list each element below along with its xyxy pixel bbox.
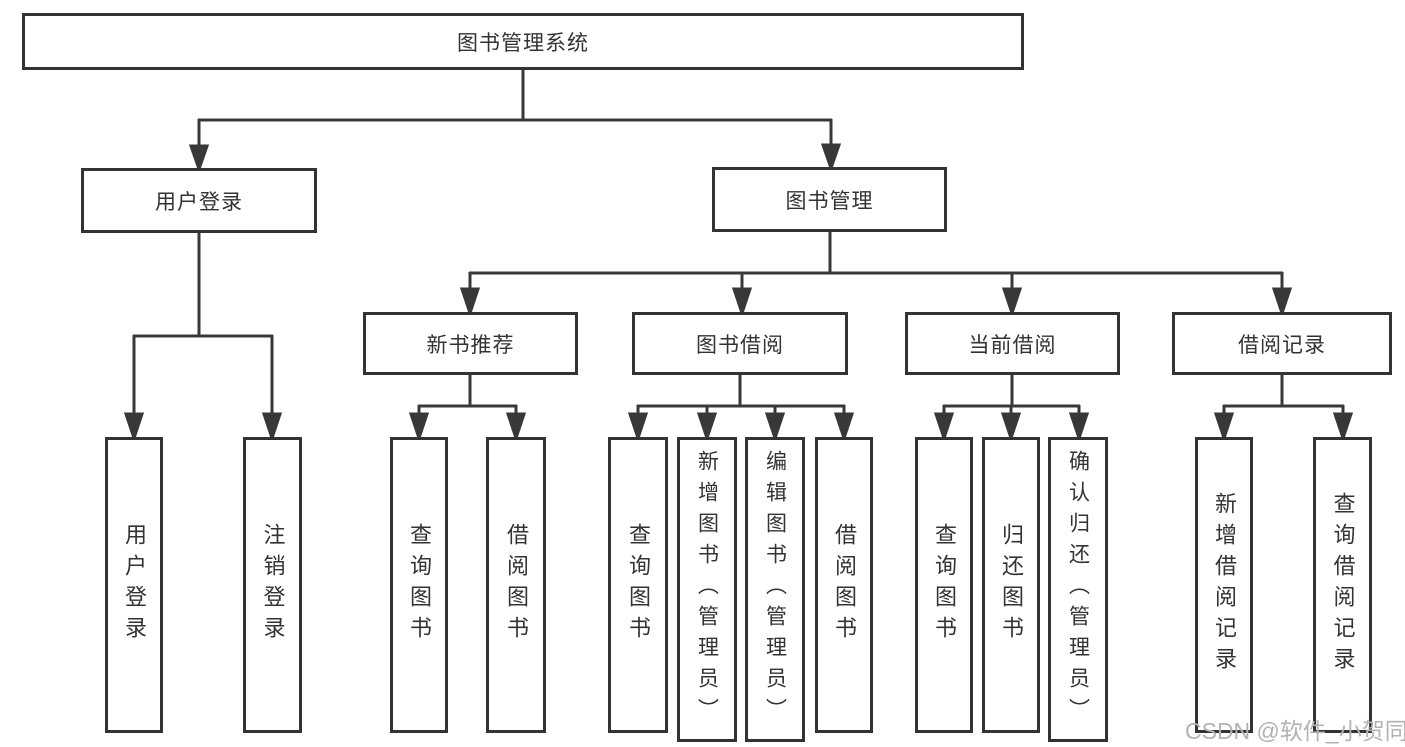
leaf-bb-edit-books-admin: 编辑图书（管理员） (745, 437, 805, 742)
node-new-book-recommend-label: 新书推荐 (426, 333, 515, 357)
leaf-nb-query-books: 查询图书 (390, 437, 448, 733)
node-user-login: 用户登录 (81, 168, 317, 233)
leaf-cb-query-books-label: 查询图书 (932, 523, 957, 647)
leaf-cb-confirm-return-admin: 确认归还（管理员） (1048, 437, 1108, 742)
leaf-cb-confirm-return-admin-label: 确认归还（管理员） (1066, 450, 1090, 729)
connector-user-login-split (123, 233, 283, 443)
leaf-bb-add-books-admin-label: 新增图书（管理员） (695, 450, 719, 729)
node-borrowing-records: 借阅记录 (1172, 312, 1392, 375)
node-current-borrowing-label: 当前借阅 (968, 333, 1057, 357)
leaf-nb-borrow-books-label: 借阅图书 (504, 523, 529, 647)
leaf-bb-borrow-books: 借阅图书 (815, 437, 873, 733)
leaf-bb-edit-books-admin-label: 编辑图书（管理员） (763, 450, 787, 729)
leaf-logout-label: 注销登录 (260, 523, 286, 647)
node-book-management: 图书管理 (712, 167, 947, 232)
node-root-label: 图书管理系统 (457, 31, 589, 55)
node-current-borrowing: 当前借阅 (905, 312, 1120, 375)
leaf-logout: 注销登录 (243, 437, 302, 733)
leaf-cb-return-books: 归还图书 (982, 437, 1040, 733)
leaf-user-login-label: 用户登录 (122, 523, 147, 647)
connector-book-borrowing-split (627, 375, 855, 443)
leaf-bb-query-books: 查询图书 (608, 437, 668, 733)
node-book-management-label: 图书管理 (785, 189, 874, 213)
leaf-nb-query-books-label: 查询图书 (407, 523, 432, 647)
node-user-login-label: 用户登录 (155, 190, 243, 214)
leaf-bb-add-books-admin: 新增图书（管理员） (677, 437, 737, 742)
leaf-br-add-record-label: 新增借阅记录 (1212, 492, 1237, 678)
node-root-library-system: 图书管理系统 (22, 13, 1024, 70)
leaf-br-add-record: 新增借阅记录 (1195, 437, 1253, 733)
leaf-br-query-record: 查询借阅记录 (1313, 437, 1372, 733)
leaf-br-query-record-label: 查询借阅记录 (1330, 492, 1356, 678)
connector-book-management-split (459, 232, 1293, 318)
leaf-user-login: 用户登录 (105, 437, 163, 733)
leaf-cb-query-books: 查询图书 (915, 437, 973, 733)
leaf-cb-return-books-label: 归还图书 (999, 523, 1024, 647)
leaf-nb-borrow-books: 借阅图书 (486, 437, 546, 733)
leaf-bb-borrow-books-label: 借阅图书 (832, 523, 857, 647)
csdn-watermark: CSDN @软件_小贺同学 (1185, 718, 1405, 744)
connector-root-split (188, 70, 842, 174)
node-book-borrowing-label: 图书借阅 (696, 333, 784, 357)
leaf-bb-query-books-label: 查询图书 (626, 523, 651, 647)
connector-new-book-split (408, 375, 527, 443)
node-book-borrowing: 图书借阅 (632, 312, 848, 375)
connector-borrowing-records-split (1213, 375, 1354, 443)
node-new-book-recommend: 新书推荐 (363, 312, 578, 375)
connector-current-borrowing-split (933, 375, 1090, 443)
node-borrowing-records-label: 借阅记录 (1238, 333, 1326, 357)
